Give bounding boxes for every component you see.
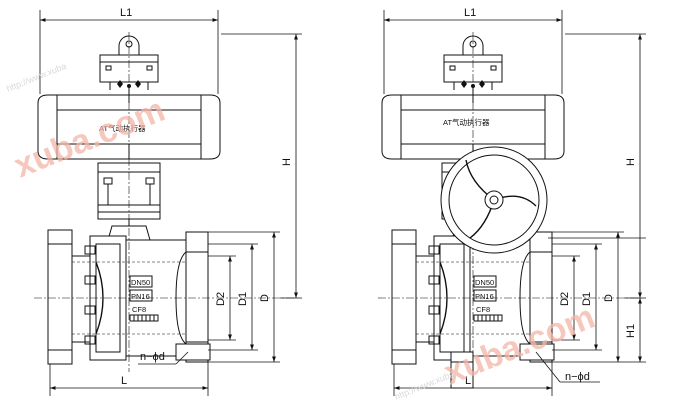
left-h-label: H	[281, 158, 293, 166]
left-d2-label: D2	[215, 292, 227, 306]
right-d2-label: D2	[559, 292, 571, 306]
right-material-mark: CF8	[476, 305, 490, 314]
right-l1-label: L1	[464, 7, 476, 19]
right-valve-view: L1 H H1 AT气动执行器 DN50 PN16 CF8 D2 D1 D L …	[378, 7, 646, 396]
handwheel	[440, 146, 548, 254]
left-bolt-note: n−ϕd	[140, 351, 165, 363]
left-d1-label: D1	[237, 292, 249, 306]
left-d-label: D	[259, 294, 271, 302]
right-actuator-label: AT气动执行器	[443, 117, 490, 127]
left-pressure-mark: PN16	[131, 292, 150, 301]
right-d1-label: D1	[581, 292, 593, 306]
left-l1-label: L1	[120, 7, 132, 19]
right-d-label: D	[603, 294, 615, 302]
right-l-label: L	[465, 375, 471, 387]
left-size-mark: DN50	[131, 278, 150, 287]
left-l-label: L	[121, 375, 127, 387]
right-h-label: H	[625, 158, 637, 166]
right-bolt-note: n−ϕd	[565, 371, 590, 383]
left-valve-view: L1 H AT气动执行器 DN50 PN16 CF8 D2 D1 D L n−ϕ…	[34, 7, 302, 396]
right-h1-label: H1	[625, 324, 637, 338]
watermark-small-left: http://www.xuba	[5, 61, 68, 94]
left-actuator-label: AT气动执行器	[99, 123, 146, 133]
left-material-mark: CF8	[132, 305, 146, 314]
right-size-mark: DN50	[475, 278, 494, 287]
watermark-small-right: http://www.xuba	[393, 369, 456, 402]
right-pressure-mark: PN16	[475, 292, 494, 301]
